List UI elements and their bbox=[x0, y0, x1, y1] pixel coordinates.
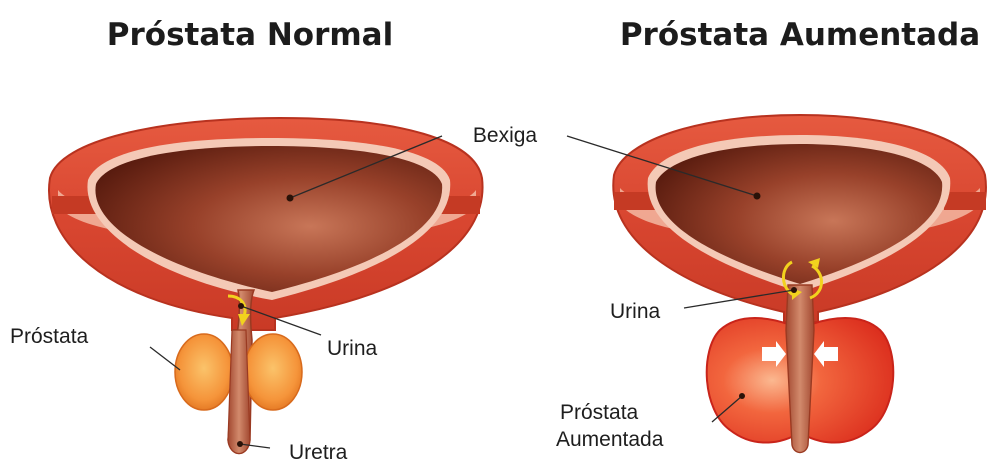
label-urethra: Uretra bbox=[289, 441, 348, 464]
title-normal-prostate: Próstata Normal bbox=[107, 17, 393, 53]
label-enlarged-prostate-line1: Próstata bbox=[560, 401, 639, 424]
title-enlarged-prostate: Próstata Aumentada bbox=[620, 17, 980, 53]
label-prostate: Próstata bbox=[10, 325, 89, 348]
label-urine-right: Urina bbox=[610, 300, 661, 323]
label-bladder: Bexiga bbox=[473, 124, 538, 147]
normal-bladder-illustration bbox=[49, 118, 483, 454]
label-enlarged-prostate-line2: Aumentada bbox=[556, 428, 664, 451]
enlarged-bladder-illustration bbox=[613, 115, 986, 453]
label-urine-left: Urina bbox=[327, 337, 378, 360]
